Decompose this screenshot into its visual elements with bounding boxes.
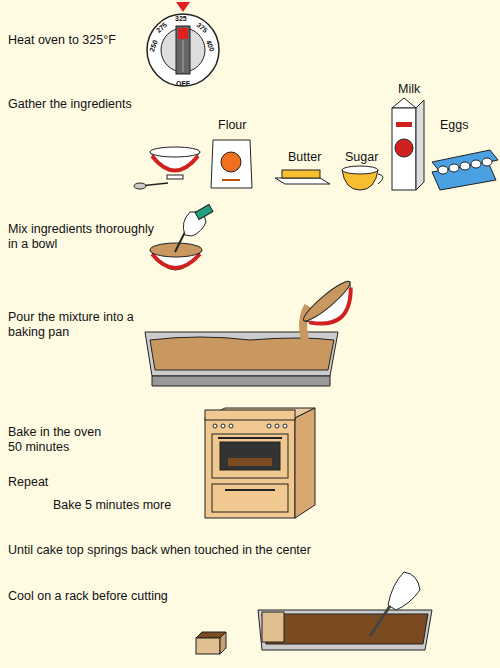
ingredient-name: Flour xyxy=(218,118,246,133)
dial-number: OFF xyxy=(176,80,190,88)
cooled-cake xyxy=(196,572,432,654)
ingredient-name: Butter xyxy=(288,150,321,165)
butter-stick xyxy=(275,170,330,184)
ingredient-name: Sugar xyxy=(345,150,378,165)
oven-stove xyxy=(205,408,315,518)
step-text: Cool on a rack before cutting xyxy=(8,589,308,604)
sugar-bowl xyxy=(342,166,383,190)
step-text: Mix ingredients thoroughly in a bowl xyxy=(8,222,158,252)
cake-slice xyxy=(196,632,226,654)
step-text: Bake 5 minutes more xyxy=(53,498,253,513)
ingredient-name: Milk xyxy=(398,82,420,97)
step-text: Pour the mixture into a baking pan xyxy=(8,310,148,340)
dial-number: 325 xyxy=(175,15,187,23)
flour-bag xyxy=(211,140,252,188)
step-text: Until cake top springs back when touched… xyxy=(8,543,488,558)
step-text: Bake in the oven 50 minutes xyxy=(8,425,118,455)
bowl-spoon xyxy=(134,147,200,189)
ingredient-name: Eggs xyxy=(440,118,469,133)
step-text: Gather the ingredients xyxy=(8,97,178,112)
step-text: Repeat xyxy=(8,475,178,490)
milk-carton xyxy=(392,98,424,190)
mixing-hand xyxy=(150,205,213,270)
baking-pan-pour xyxy=(145,277,364,386)
egg-carton xyxy=(432,150,498,190)
oven-dial xyxy=(147,2,219,86)
